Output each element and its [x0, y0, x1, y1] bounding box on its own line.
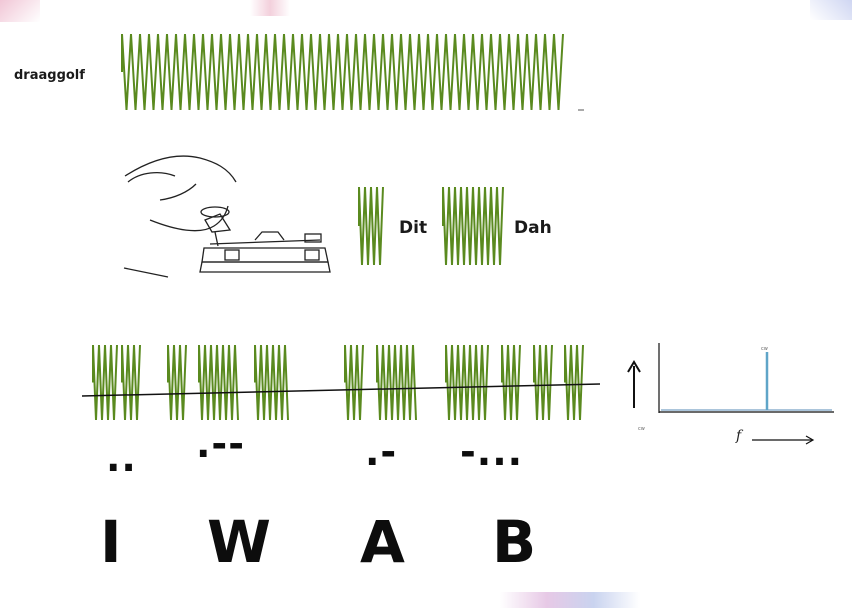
morse-code-b: -... [460, 430, 524, 474]
carrier-wave [121, 33, 564, 111]
dah-label: Dah [514, 218, 552, 238]
morse-code-a: .- [365, 430, 398, 474]
signal-burst-9 [501, 344, 521, 421]
signal-burst-5 [254, 344, 289, 421]
letter-i: I [100, 508, 122, 576]
letter-w: W [207, 508, 271, 576]
decorative-corner-left [0, 0, 40, 22]
morse-code-w: .-- [196, 422, 245, 466]
dah-wave-path [442, 186, 504, 266]
key-terminal-right [304, 249, 320, 261]
wrist-line [149, 205, 229, 232]
amplitude-arrow-head [627, 360, 641, 373]
key-contact [304, 233, 322, 243]
decorative-corner-bottom [500, 592, 640, 608]
key-plate [201, 247, 329, 263]
dit-wave-path [358, 186, 384, 266]
frequency-arrow-head [805, 435, 815, 445]
key-terminal-left [224, 249, 240, 261]
signal-burst-7 [376, 344, 417, 421]
letter-b: B [492, 508, 537, 576]
key-base [199, 261, 331, 273]
signal-burst-6 [344, 344, 364, 421]
frequency-axis-label: f [736, 428, 742, 444]
telegraph-key-illustration [123, 155, 331, 278]
carrier-wave-path [121, 33, 564, 111]
dit-wave-sample [358, 186, 384, 266]
spectrum-origin-label: cw [638, 426, 645, 432]
letter-a: A [360, 508, 405, 576]
signal-burst-4 [198, 344, 239, 421]
signal-burst-11 [564, 344, 584, 421]
signal-burst-8 [445, 344, 489, 421]
signal-burst-1 [92, 344, 118, 421]
carrier-label: draaggolf [14, 68, 85, 83]
spectrum-peak-label: cw [761, 346, 768, 352]
key-cap [204, 213, 232, 233]
dah-wave-sample [442, 186, 504, 266]
decorative-corner-right [810, 0, 852, 20]
spectrum-plot [627, 343, 834, 445]
key-lever [209, 239, 321, 245]
hand-outline [124, 155, 237, 183]
morse-code-i: .. [106, 436, 137, 480]
thumb-line [159, 183, 197, 201]
decorative-corner-top [250, 0, 290, 16]
sleeve-line [123, 267, 169, 278]
signal-baseline [81, 383, 601, 397]
key-knob [200, 206, 230, 218]
signal-burst-10 [533, 344, 553, 421]
key-pivot [254, 231, 285, 241]
keyed-signal [92, 344, 584, 421]
signal-burst-3 [167, 344, 187, 421]
finger-line [127, 171, 176, 183]
dit-label: Dit [399, 218, 428, 238]
signal-burst-2 [121, 344, 141, 421]
